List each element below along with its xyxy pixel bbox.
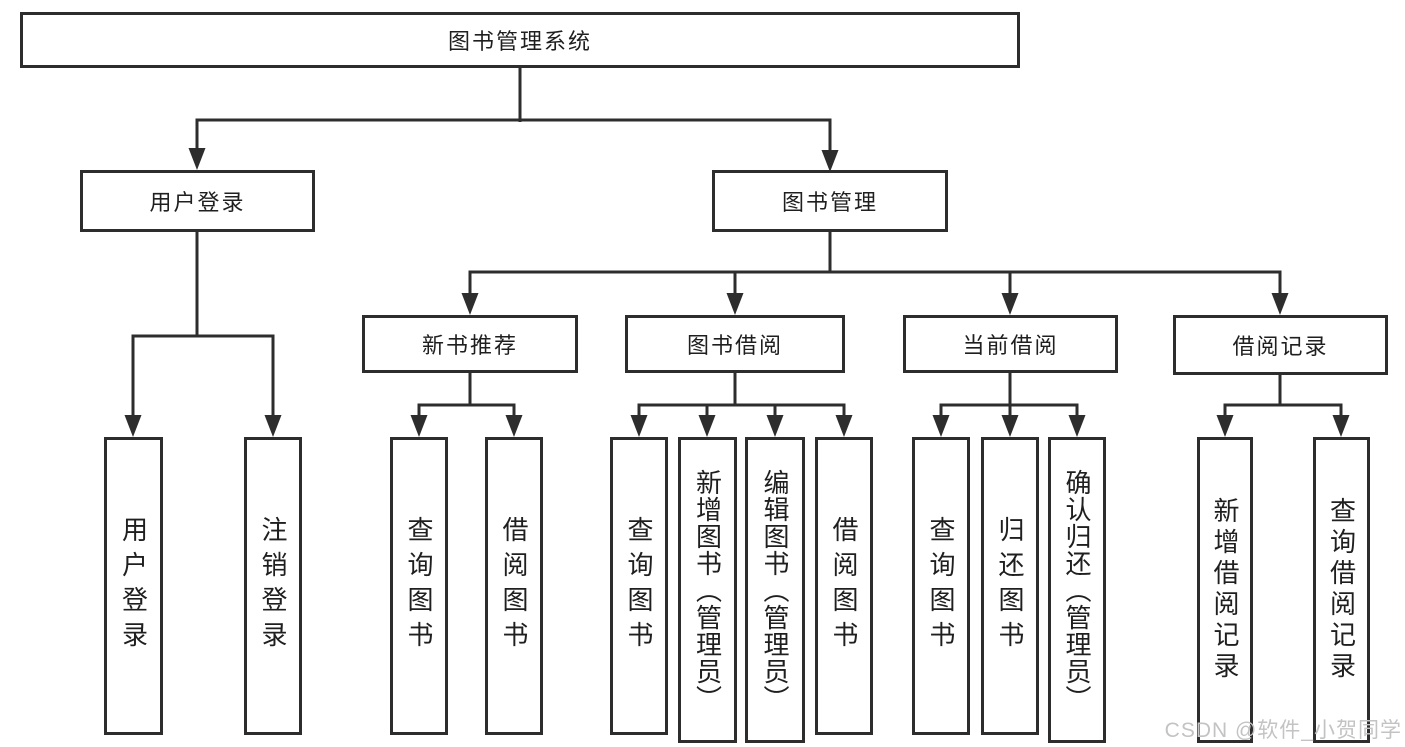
leaf-label: 注销登录: [258, 516, 288, 656]
leaf-return-book: 归还图书: [981, 437, 1039, 735]
node-borrow-records: 借阅记录: [1173, 315, 1388, 375]
node-label: 用户登录: [149, 190, 246, 215]
leaf-confirm-return-admin: 确认归还（管理员）: [1048, 437, 1106, 743]
node-user-login: 用户登录: [80, 170, 315, 232]
leaf-query-books-borrow: 查询图书: [610, 437, 668, 735]
leaf-borrow-books: 借阅图书: [815, 437, 873, 735]
leaf-borrow-books-recommend: 借阅图书: [485, 437, 543, 735]
node-label: 新书推荐: [421, 333, 518, 358]
leaf-add-book-admin: 新增图书（管理员）: [678, 437, 737, 743]
leaf-logout: 注销登录: [244, 437, 302, 735]
leaf-label: 查询图书: [404, 516, 434, 656]
leaf-query-books-current: 查询图书: [912, 437, 970, 735]
leaf-label: 归还图书: [995, 516, 1025, 656]
leaf-label: 查询图书: [624, 516, 654, 656]
leaf-user-login: 用户登录: [104, 437, 163, 735]
csdn-watermark: CSDN @软件_小贺同学: [1164, 719, 1402, 742]
node-label: 借阅记录: [1232, 334, 1329, 359]
node-label: 图书管理: [781, 190, 878, 215]
leaf-label: 借阅图书: [829, 516, 859, 656]
node-current-borrow: 当前借阅: [903, 315, 1118, 373]
node-label: 图书管理系统: [447, 29, 592, 54]
leaf-query-borrow-record: 查询借阅记录: [1313, 437, 1370, 743]
leaf-label: 新增借阅记录: [1210, 497, 1240, 683]
node-book-borrow: 图书借阅: [625, 315, 845, 373]
leaf-label: 查询借阅记录: [1326, 497, 1357, 683]
node-new-book-recommend: 新书推荐: [362, 315, 578, 373]
leaf-edit-book-admin: 编辑图书（管理员）: [745, 437, 805, 743]
node-book-management: 图书管理: [712, 170, 948, 232]
leaf-label: 借阅图书: [499, 516, 529, 656]
node-label: 图书借阅: [686, 333, 783, 358]
leaf-label: 新增图书（管理员）: [692, 468, 723, 712]
leaf-label: 用户登录: [118, 516, 149, 656]
leaf-label: 确认归还（管理员）: [1062, 468, 1092, 712]
leaf-query-books-recommend: 查询图书: [390, 437, 448, 735]
node-label: 当前借阅: [962, 333, 1059, 358]
leaf-label: 编辑图书（管理员）: [760, 468, 790, 712]
arrowheads: [124, 148, 1350, 437]
leaf-add-borrow-record: 新增借阅记录: [1197, 437, 1253, 743]
node-library-management-system: 图书管理系统: [20, 12, 1020, 68]
leaf-label: 查询图书: [926, 516, 956, 656]
